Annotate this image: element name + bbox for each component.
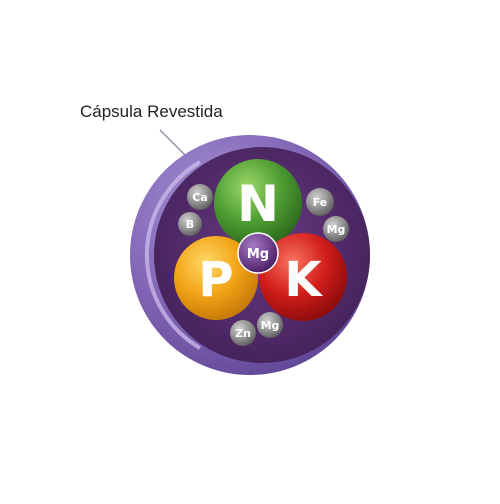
micro-ball-b: B — [178, 212, 202, 236]
nutrient-ball-n: N — [214, 159, 302, 247]
micro-label-b: B — [186, 218, 194, 231]
micro-label-fe: Fe — [313, 196, 328, 209]
nutrient-label-k: K — [284, 252, 323, 308]
micro-label-mg-right: Mg — [327, 223, 346, 236]
micro-ball-ca: Ca — [187, 184, 213, 210]
micro-ball-fe: Fe — [306, 188, 334, 216]
core-ball-mg: Mg — [237, 232, 279, 274]
shell-cut-edge — [144, 160, 202, 350]
micro-ball-zn: Zn — [230, 320, 256, 346]
core-label-mg: Mg — [247, 247, 269, 262]
coated-capsule-label: Cápsula Revestida — [80, 102, 223, 121]
micro-ball-mg-bottom: Mg — [257, 312, 283, 338]
nutrient-label-n: N — [237, 175, 279, 233]
nutrient-ball-k: K — [259, 233, 347, 321]
micro-ball-mg-right: Mg — [323, 216, 349, 242]
micro-label-ca: Ca — [192, 191, 208, 204]
nutrient-label-p: P — [198, 252, 233, 308]
micro-label-zn: Zn — [235, 327, 251, 340]
nutrient-ball-p: P — [174, 236, 258, 320]
micro-label-mg-bottom: Mg — [261, 319, 280, 332]
caption-leader-line — [159, 129, 189, 159]
